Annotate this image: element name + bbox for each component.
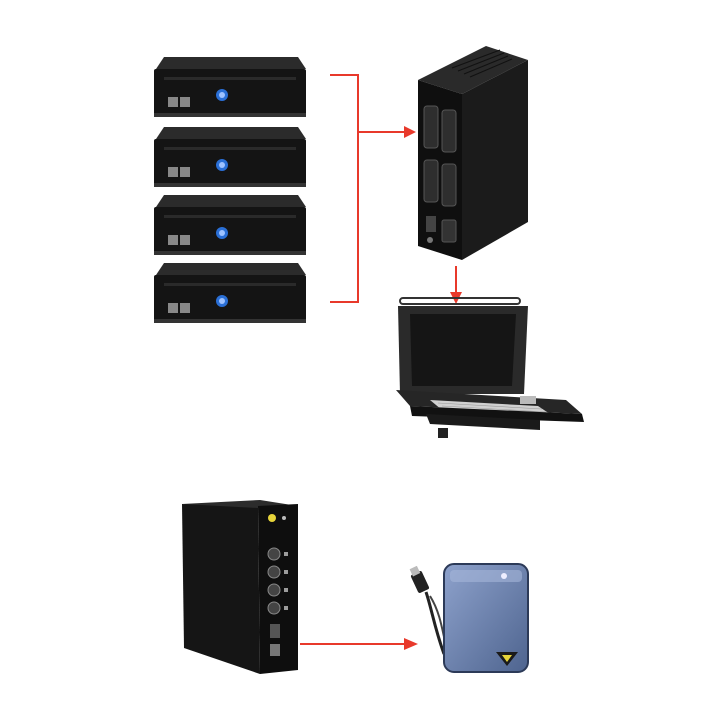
tower-enclosure-icon bbox=[182, 500, 298, 674]
bracket-arrow bbox=[330, 74, 416, 303]
mini-pc-4 bbox=[154, 263, 306, 323]
mini-pc-3 bbox=[154, 195, 306, 255]
hard-drive-icon bbox=[443, 563, 529, 673]
right-arrow bbox=[300, 638, 418, 650]
mini-pc-1 bbox=[154, 57, 306, 117]
mini-pc-2 bbox=[154, 127, 306, 187]
kvm-switch-icon bbox=[418, 46, 528, 260]
lcd-console-icon bbox=[396, 297, 584, 438]
mini-pc-stack bbox=[150, 55, 310, 327]
